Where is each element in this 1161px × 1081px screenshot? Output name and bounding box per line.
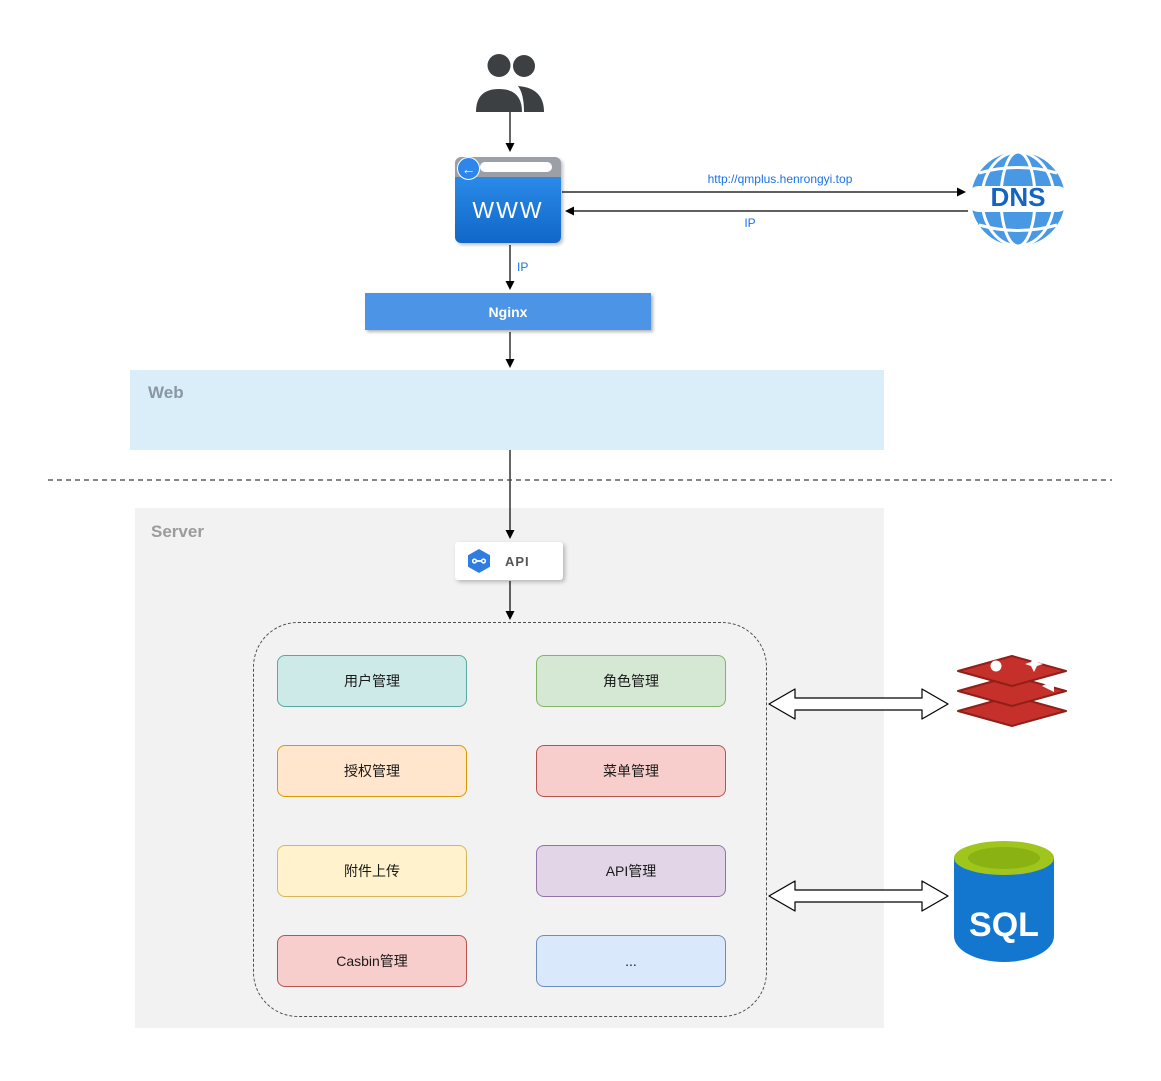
api-label: API: [505, 553, 530, 569]
nginx-node: Nginx: [365, 293, 651, 330]
server-zone-label: Server: [151, 522, 204, 541]
sql-label: SQL: [969, 906, 1039, 944]
dns-label: DNS: [991, 182, 1046, 212]
redis-icon: [950, 650, 1074, 736]
users-icon: [472, 52, 548, 112]
module-user-management: 用户管理: [277, 655, 467, 707]
api-hexagon-icon: [468, 549, 490, 573]
dns-globe-icon: DNS: [966, 149, 1070, 249]
module-menu-management: 菜单管理: [536, 745, 726, 797]
module-casbin-management: Casbin管理: [277, 935, 467, 987]
modules-group-container: [253, 622, 767, 1017]
web-zone: Web: [130, 370, 884, 450]
back-arrow-icon: ←: [457, 157, 480, 180]
module-file-upload: 附件上传: [277, 845, 467, 897]
module-auth-management: 授权管理: [277, 745, 467, 797]
dns-response-ip-label: IP: [744, 216, 756, 230]
browser-nginx-ip-label: IP: [517, 260, 529, 274]
api-badge: API: [455, 542, 563, 580]
module-role-management: 角色管理: [536, 655, 726, 707]
browser-titlebar: ←: [455, 157, 561, 180]
arrowhead-users-to-browser: [505, 143, 515, 152]
arrowhead-browser-to-nginx: [505, 281, 515, 290]
sql-database-icon: SQL: [952, 836, 1056, 964]
browser-www-label: WWW: [455, 177, 561, 243]
module-more: ...: [536, 935, 726, 987]
arrowhead-nginx-to-web: [505, 359, 515, 368]
module-api-management: API管理: [536, 845, 726, 897]
web-zone-label: Web: [148, 383, 184, 402]
browser-node: ← WWW: [455, 157, 561, 243]
browser-address-bar: [480, 162, 552, 172]
request-url-label: http://qmplus.henrongyi.top: [707, 172, 853, 186]
arrowhead-dns-to-browser: [565, 206, 574, 216]
arrowhead-browser-to-dns: [957, 187, 966, 197]
